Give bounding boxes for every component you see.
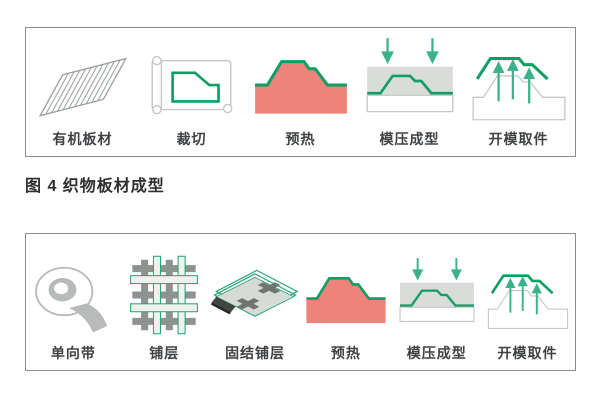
cut-sheet-icon	[141, 34, 243, 128]
step-preheat: 预热	[246, 34, 355, 149]
figure-caption: 图 4 织物板材成型	[25, 178, 165, 195]
step-label: 固结铺层	[225, 345, 286, 361]
preheat-icon	[302, 248, 390, 342]
step-label: 开模取件	[488, 131, 549, 147]
step-tape-roll: 单向带	[28, 248, 119, 363]
step-label: 模压成型	[406, 345, 467, 361]
step-label: 铺层	[149, 345, 180, 361]
press-mold-icon	[393, 248, 481, 342]
top-process-box: 有机板材 裁切 预热	[25, 27, 576, 157]
step-organic-sheet: 有机板材	[28, 34, 137, 149]
step-label: 裁切	[176, 131, 207, 147]
press-mold-icon	[359, 34, 461, 128]
step-label: 开模取件	[497, 345, 558, 361]
step-demold: 开模取件	[482, 248, 573, 363]
demold-icon	[468, 34, 570, 128]
step-label: 模压成型	[379, 131, 440, 147]
layup-icon	[120, 248, 208, 342]
tape-roll-icon	[29, 248, 117, 342]
step-label: 单向带	[50, 345, 96, 361]
step-preheat: 预热	[300, 248, 391, 363]
step-consolidated-layup: 固结铺层	[210, 248, 301, 363]
step-label: 预热	[330, 345, 361, 361]
organic-sheet-icon	[32, 34, 134, 128]
step-demold: 开模取件	[464, 34, 573, 149]
step-press-mold: 模压成型	[355, 34, 464, 149]
step-cut-sheet: 裁切	[137, 34, 246, 149]
step-label: 有机板材	[52, 131, 113, 147]
step-layup: 铺层	[119, 248, 210, 363]
preheat-icon	[250, 34, 352, 128]
bottom-process-box: 单向带	[25, 233, 576, 371]
demold-icon	[484, 248, 572, 342]
step-label: 预热	[285, 131, 316, 147]
consolidated-layup-icon	[211, 248, 299, 342]
step-press-mold: 模压成型	[391, 248, 482, 363]
